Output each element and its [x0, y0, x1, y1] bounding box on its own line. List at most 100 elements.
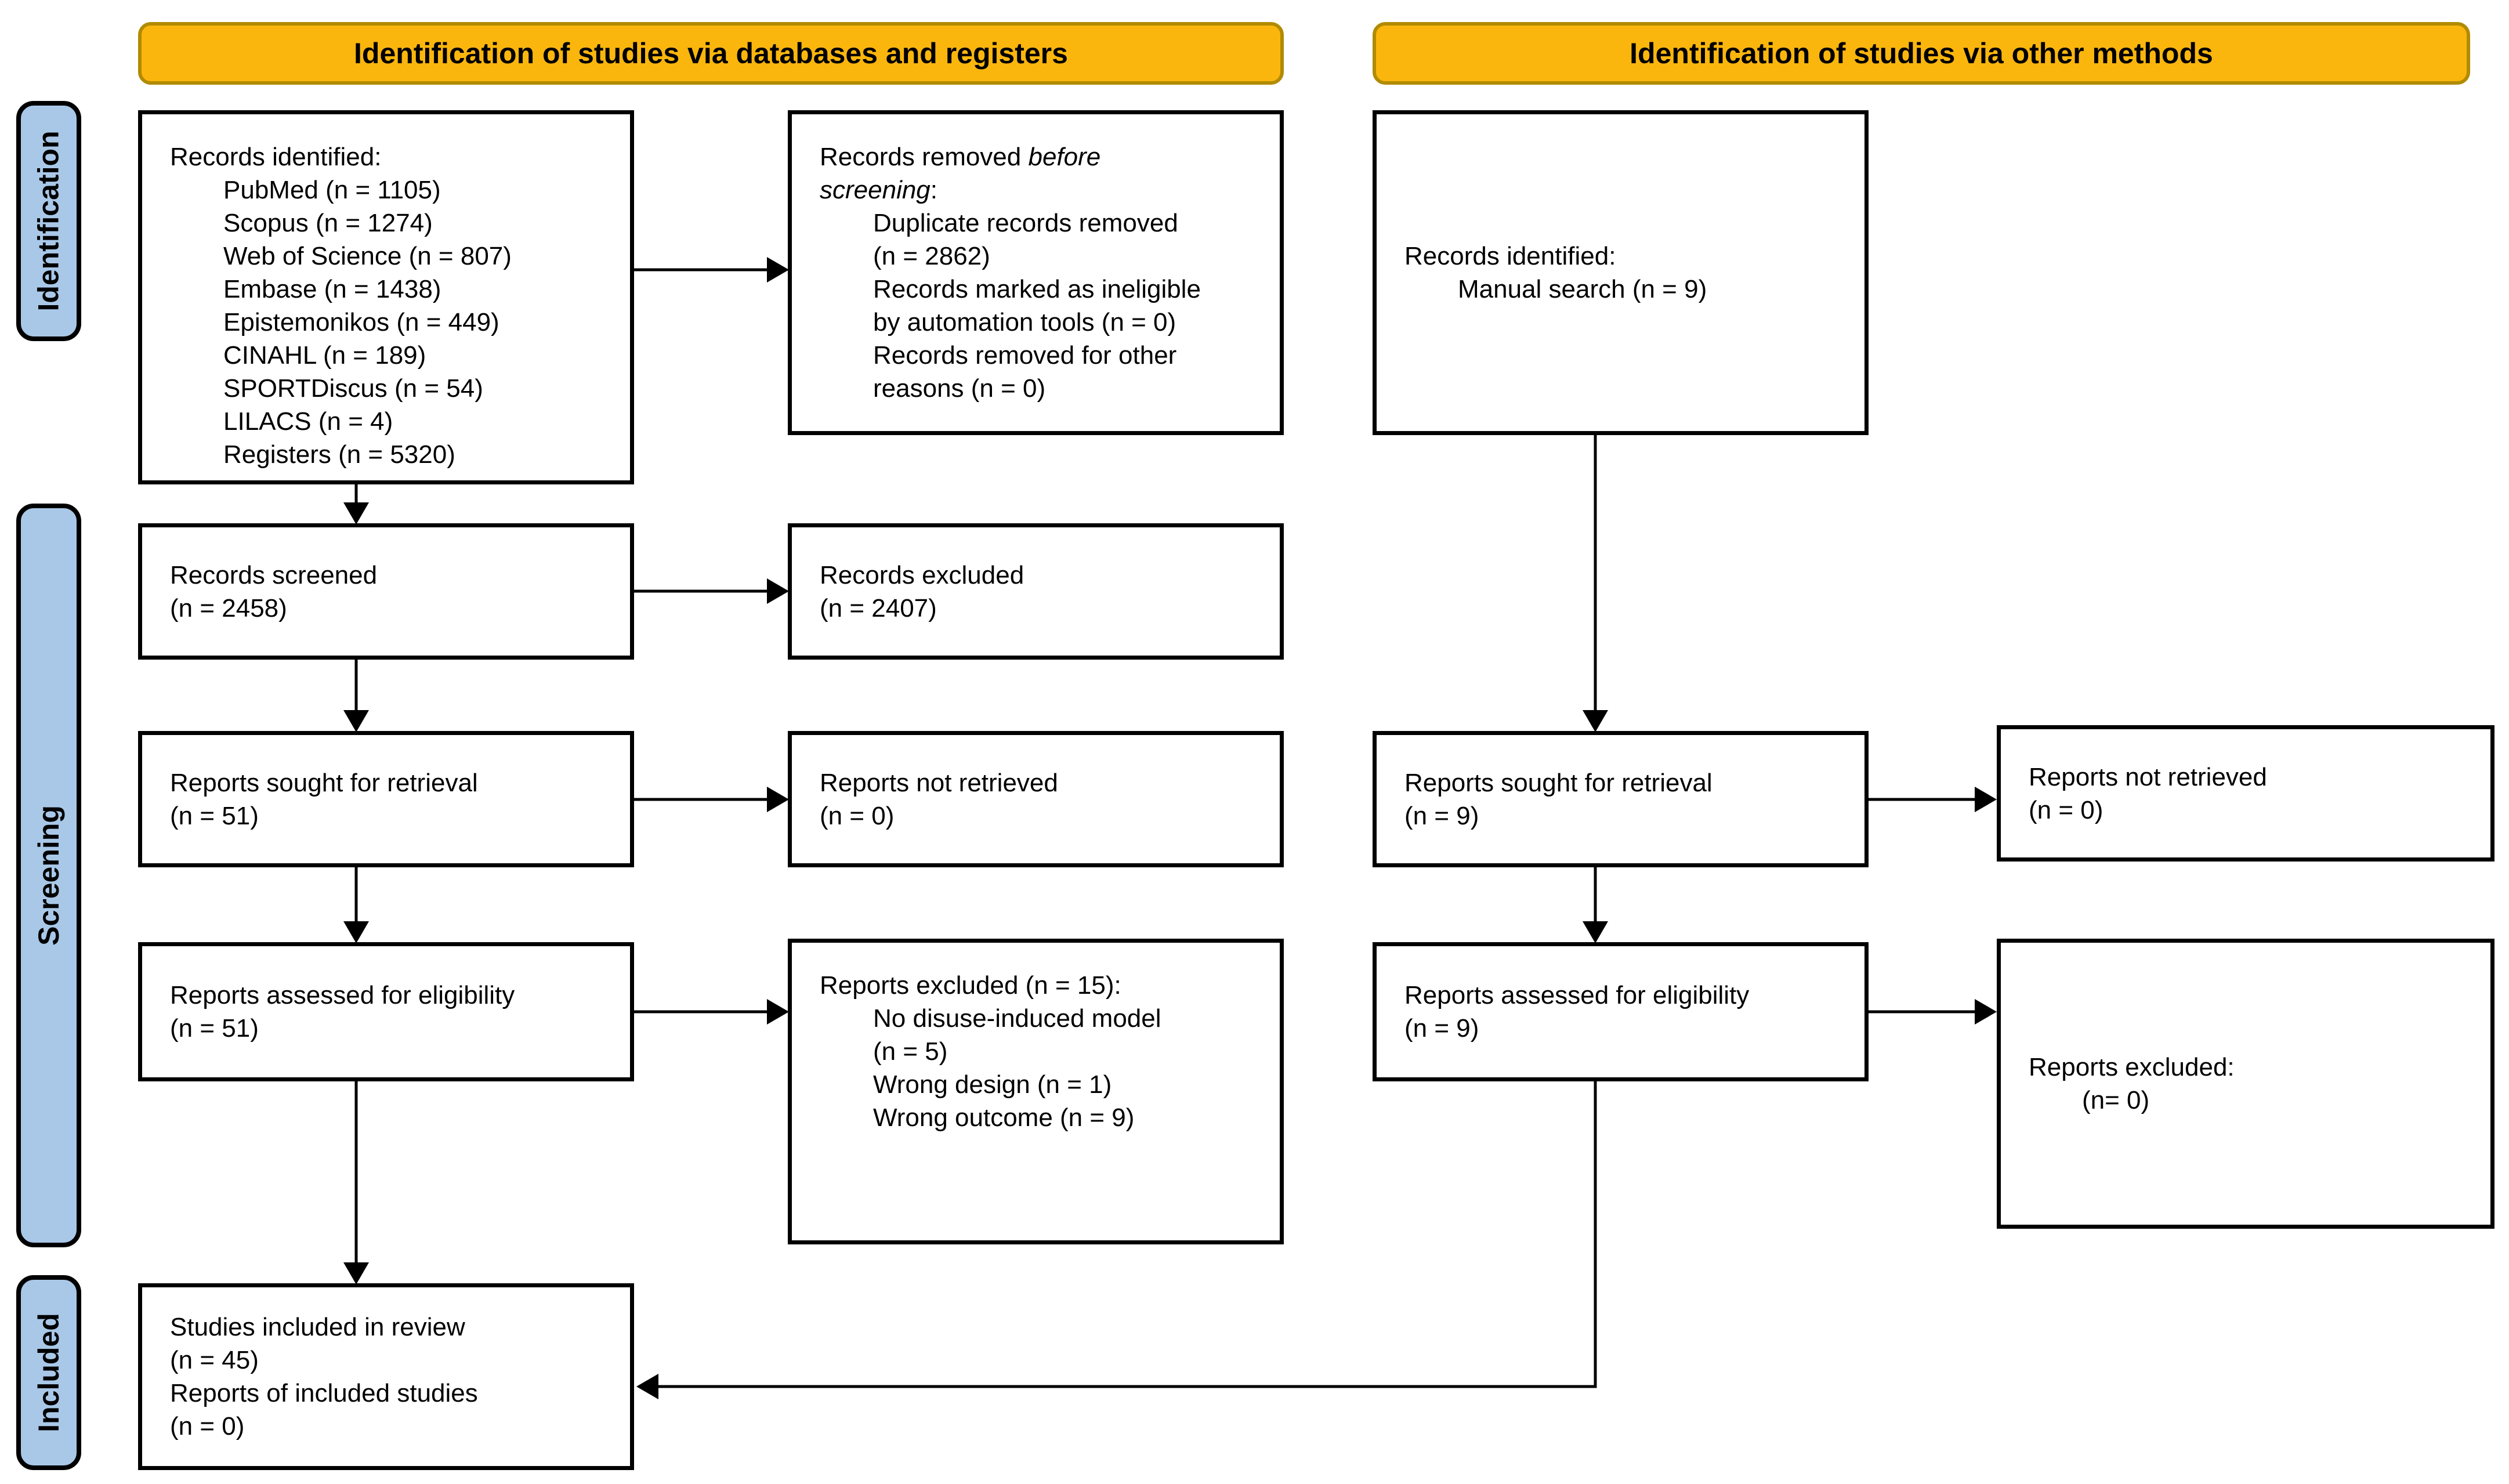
text-segment: Duplicate records removed [873, 209, 1178, 237]
text-segment: Records marked as ineligible [873, 275, 1201, 303]
box-line: screening: [820, 173, 1265, 207]
text-segment: CINAHL (n = 189) [223, 341, 426, 370]
box-reports-not-retrieved-other: Reports not retrieved (n = 0) [1997, 725, 2494, 862]
box-line: CINAHL (n = 189) [170, 339, 616, 372]
box-line: Duplicate records removed [820, 207, 1265, 240]
text-segment: SPORTDiscus (n = 54) [223, 374, 483, 403]
text-segment: Reports excluded: [2029, 1053, 2235, 1081]
text-segment: No disuse-induced model [873, 1004, 1161, 1033]
sidebar-identification-label: Identification [32, 131, 66, 312]
arrow-identified-other-to-sought-other [1583, 435, 1608, 732]
box-line: Records identified: [1404, 240, 1850, 273]
text-segment: Records removed [820, 143, 1029, 171]
box-line: (n = 51) [170, 1012, 616, 1045]
box-line: Studies included in review [170, 1311, 616, 1344]
box-line: Scopus (n = 1274) [170, 207, 616, 240]
text-segment: Studies included in review [170, 1313, 465, 1341]
arrow-sought-to-not-retrieved [634, 787, 789, 812]
text-segment: Reports of included studies [170, 1379, 478, 1407]
box-line: Reports sought for retrieval [1404, 766, 1850, 799]
text-segment: (n = 9) [1404, 1014, 1479, 1043]
box-line: Reports not retrieved [2029, 761, 2476, 794]
box-line: No disuse-induced model [820, 1002, 1265, 1035]
box-reports-excluded-other: Reports excluded: (n= 0) [1997, 939, 2494, 1229]
arrow-screened-to-excluded [634, 578, 789, 604]
box-line: Manual search (n = 9) [1404, 273, 1850, 306]
box-reports-sought-other: Reports sought for retrieval (n = 9) [1373, 731, 1869, 867]
text-segment: Embase (n = 1438) [223, 275, 441, 303]
text-segment: (n = 45) [170, 1346, 259, 1374]
text-segment: (n = 51) [170, 1014, 259, 1043]
box-line: (n = 5) [820, 1035, 1265, 1068]
box-line: SPORTDiscus (n = 54) [170, 372, 616, 405]
box-line: Records identified: [170, 140, 616, 173]
sidebar-included-label: Included [32, 1313, 66, 1432]
sidebar-identification: Identification [16, 101, 81, 341]
text-segment: Records identified: [170, 143, 382, 171]
box-line: Records excluded [820, 559, 1265, 592]
box-line: Wrong outcome (n = 9) [820, 1101, 1265, 1134]
box-records-screened: Records screened(n = 2458) [138, 523, 634, 660]
arrow-sought-other-to-not-retrieved-other [1869, 787, 1997, 812]
text-segment: (n = 0) [170, 1412, 245, 1440]
text-segment: reasons (n = 0) [873, 374, 1046, 403]
box-line: Reports assessed for eligibility [170, 979, 616, 1012]
box-reports-not-retrieved-databases: Reports not retrieved (n = 0) [788, 731, 1284, 867]
box-records-identified-other: Records identified: Manual search (n = 9) [1373, 110, 1869, 435]
box-line: Reports excluded (n = 15): [820, 969, 1265, 1002]
arrow-assessed-to-included [343, 1081, 369, 1284]
text-segment: (n= 0) [2082, 1086, 2150, 1114]
sidebar-screening-label: Screening [32, 805, 65, 946]
arrow-screened-to-sought [343, 660, 369, 732]
box-line: PubMed (n = 1105) [170, 173, 616, 207]
text-segment: Wrong design (n = 1) [873, 1070, 1112, 1099]
box-line: (n = 9) [1404, 1012, 1850, 1045]
text-segment: (n = 2458) [170, 593, 287, 622]
text-segment: Manual search (n = 9) [1458, 275, 1707, 303]
text-segment: Records excluded [820, 560, 1024, 589]
box-line: (n = 45) [170, 1344, 616, 1377]
box-reports-assessed-databases: Reports assessed for eligibility (n = 51) [138, 942, 634, 1081]
text-segment: Reports sought for retrieval [1404, 768, 1713, 797]
text-segment: PubMed (n = 1105) [223, 176, 441, 204]
box-line: reasons (n = 0) [820, 372, 1265, 405]
text-segment: LILACS (n = 4) [223, 407, 393, 436]
text-segment: Reports not retrieved [820, 768, 1058, 797]
text-segment: before [1028, 143, 1101, 171]
box-line: LILACS (n = 4) [170, 405, 616, 438]
box-line: Reports not retrieved [820, 766, 1265, 799]
box-line: (n = 2862) [820, 240, 1265, 273]
box-line: Epistemonikos (n = 449) [170, 306, 616, 339]
box-line: (n = 2458) [170, 592, 616, 625]
arrow-sought-other-to-assessed-other [1583, 867, 1608, 943]
text-segment: Reports excluded (n = 15): [820, 971, 1121, 1000]
text-segment: (n = 2862) [873, 242, 990, 270]
arrow-identified-to-removed [634, 257, 789, 283]
box-reports-excluded-databases: Reports excluded (n = 15): No disuse-indu… [788, 939, 1284, 1244]
box-line: by automation tools (n = 0) [820, 306, 1265, 339]
box-records-identified-databases: Records identified: PubMed (n = 1105) Scop… [138, 110, 634, 484]
text-segment: Records removed for other [873, 341, 1177, 370]
box-line: Wrong design (n = 1) [820, 1068, 1265, 1101]
text-segment: screening [820, 176, 931, 204]
box-studies-included: Studies included in review (n = 45) Report… [138, 1283, 634, 1470]
box-line: (n= 0) [2029, 1084, 2476, 1117]
sidebar-screening: Screening [16, 504, 81, 1247]
arrow-assessed-other-to-excluded-other [1869, 999, 1997, 1025]
text-segment: (n = 0) [2029, 795, 2103, 824]
text-segment: Scopus (n = 1274) [223, 209, 433, 237]
box-reports-assessed-other: Reports assessed for eligibility(n = 9) [1373, 942, 1869, 1081]
sidebar-included: Included [16, 1275, 81, 1470]
text-segment: Reports assessed for eligibility [170, 981, 515, 1009]
text-segment: Reports not retrieved [2029, 762, 2267, 791]
text-segment: Epistemonikos (n = 449) [223, 308, 499, 336]
box-line: Registers (n = 5320) [170, 438, 616, 471]
text-segment: Records identified: [1404, 242, 1616, 270]
arrow-assessed-to-excluded [634, 999, 789, 1025]
box-line: Reports of included studies [170, 1377, 616, 1410]
text-segment: Registers (n = 5320) [223, 440, 455, 469]
text-segment: (n = 0) [820, 801, 895, 830]
text-segment: (n = 9) [1404, 801, 1479, 830]
